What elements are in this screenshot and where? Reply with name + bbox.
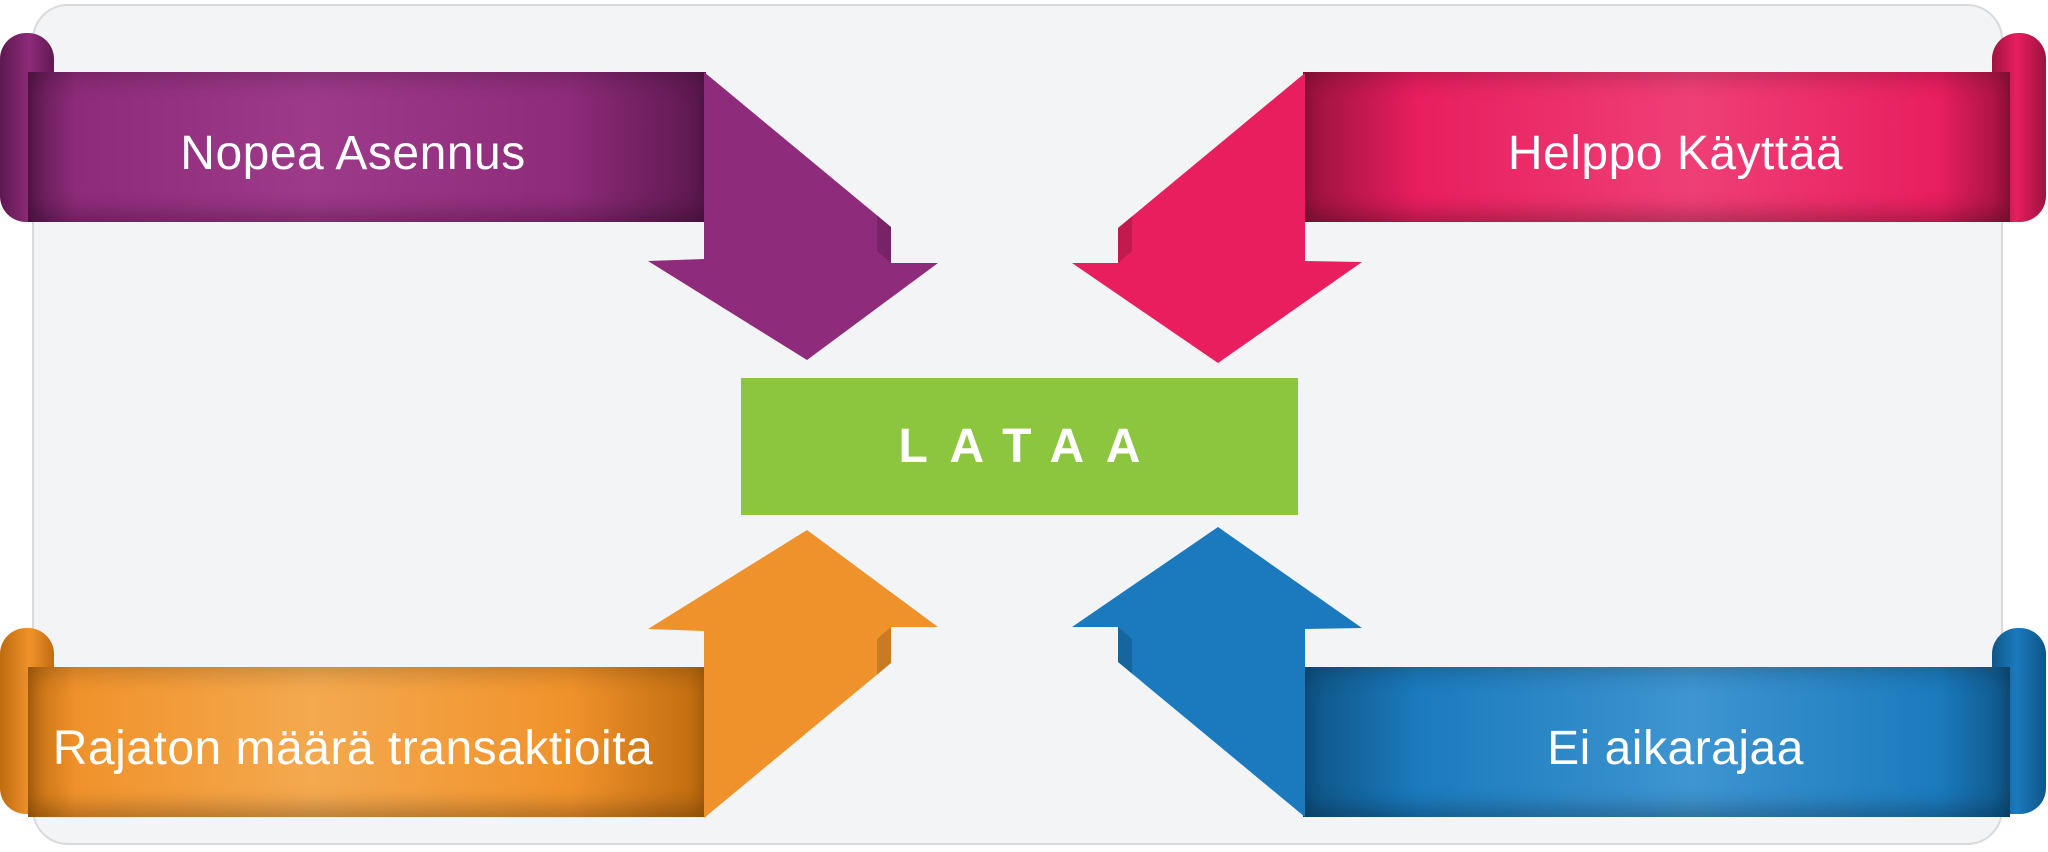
- arrow-top-right-icon: [1072, 73, 1362, 363]
- ribbon-band: [28, 667, 706, 817]
- arrow-fold-shade: [1118, 216, 1132, 263]
- ribbon-band: [28, 72, 706, 222]
- arrow-bottom-right-icon: [1072, 527, 1362, 817]
- ribbon-band: [1303, 667, 2010, 817]
- arrow-bottom-left-icon: [648, 530, 938, 818]
- arrow-fold-shade: [877, 627, 891, 675]
- arrow-top-left-icon: [648, 72, 938, 360]
- download-button-label: LATAA: [898, 420, 1163, 473]
- download-button[interactable]: LATAA: [741, 378, 1298, 515]
- arrow-fold-shade: [877, 215, 891, 263]
- ribbon-band: [1303, 72, 2010, 222]
- arrow-fold-shade: [1118, 627, 1132, 674]
